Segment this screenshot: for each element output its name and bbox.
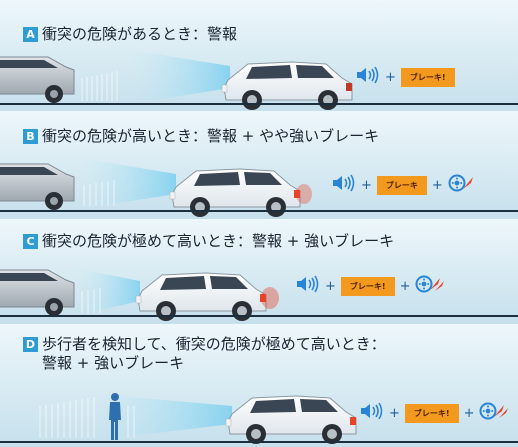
brake-disc-icon bbox=[415, 275, 445, 297]
alert-indicators: + ブレーキ! + bbox=[360, 402, 509, 424]
alert-indicators: + ブレーキ + bbox=[332, 174, 474, 196]
plus-sign: + bbox=[389, 405, 400, 421]
pedestrian-figure bbox=[109, 393, 121, 440]
speaker-warning-icon bbox=[296, 275, 320, 297]
speaker-warning-icon bbox=[360, 402, 384, 424]
brake-disc-icon bbox=[448, 174, 474, 196]
road-line bbox=[0, 210, 518, 212]
sensor-beam bbox=[78, 269, 140, 315]
scenario-panel-a: A 衝突の危険があるとき：警報 bbox=[0, 0, 518, 111]
scenario-panel-c: C 衝突の危険が極めて高いとき：警報 + 強いブレーキ bbox=[0, 219, 518, 324]
alert-indicators: + ブレーキ! + bbox=[296, 275, 445, 297]
scene-illustration bbox=[0, 50, 353, 110]
brake-label: ブレーキ! bbox=[404, 403, 459, 423]
scenario-title: 衝突の危険が高いとき：警報 + やや強いブレーキ bbox=[42, 127, 380, 145]
range-ticks bbox=[81, 71, 118, 101]
scenario-heading: A 衝突の危険があるとき：警報 bbox=[23, 25, 237, 44]
plus-sign: + bbox=[325, 278, 336, 294]
plus-sign: + bbox=[431, 177, 443, 193]
scenario-marker: C bbox=[23, 234, 38, 249]
scenario-title: 衝突の危険があるとき：警報 bbox=[42, 25, 238, 43]
road-line bbox=[0, 315, 518, 317]
sensor-beam bbox=[130, 50, 230, 104]
sensor-beam bbox=[96, 394, 232, 440]
range-ticks bbox=[39, 397, 135, 438]
scenario-panel-d: D 歩行者を検知して、衝突の危険が極めて高いとき： 警報 + 強いブレーキ bbox=[0, 324, 518, 447]
plus-sign: + bbox=[399, 278, 411, 294]
scenario-title: 警報 + 強いブレーキ bbox=[42, 354, 185, 372]
speaker-warning-icon bbox=[332, 174, 356, 196]
brake-label: ブレーキ! bbox=[400, 67, 455, 87]
lead-car bbox=[0, 56, 75, 103]
scene-illustration bbox=[39, 393, 357, 444]
ego-car bbox=[225, 395, 357, 444]
lead-car bbox=[0, 269, 75, 316]
scenario-marker: B bbox=[23, 129, 38, 144]
scenario-heading: C 衝突の危険が極めて高いとき：警報 + 強いブレーキ bbox=[23, 232, 394, 251]
brake-label: ブレーキ! bbox=[340, 276, 395, 296]
brake-label: ブレーキ bbox=[376, 175, 427, 195]
range-ticks bbox=[83, 180, 115, 206]
scene-illustration bbox=[0, 158, 312, 217]
scenario-marker: A bbox=[23, 27, 38, 42]
range-ticks bbox=[81, 288, 101, 313]
scene-illustration bbox=[0, 269, 279, 321]
scenario-heading: B 衝突の危険が高いとき：警報 + やや強いブレーキ bbox=[23, 127, 379, 146]
plus-sign: + bbox=[361, 177, 372, 193]
ego-car bbox=[135, 272, 279, 321]
road-line bbox=[0, 441, 518, 443]
scenario-marker: D bbox=[23, 337, 38, 352]
plus-sign: + bbox=[463, 405, 475, 421]
brake-disc-icon bbox=[479, 402, 509, 424]
road-line bbox=[0, 103, 518, 105]
speaker-warning-icon bbox=[356, 66, 380, 88]
sensor-beam bbox=[80, 158, 176, 209]
ego-car bbox=[169, 168, 312, 217]
plus-sign: + bbox=[385, 69, 396, 85]
scenario-title: 歩行者を検知して、衝突の危険が極めて高いとき： bbox=[42, 335, 386, 353]
scenario-title: 衝突の危険が極めて高いとき：警報 + 強いブレーキ bbox=[42, 232, 395, 250]
lead-car bbox=[0, 163, 75, 210]
scenario-heading: D 歩行者を検知して、衝突の危険が極めて高いとき： 警報 + 強いブレーキ bbox=[23, 335, 386, 373]
scenario-panel-b: B 衝突の危険が高いとき：警報 + やや強いブレーキ bbox=[0, 111, 518, 219]
alert-indicators: + ブレーキ! bbox=[356, 66, 455, 88]
ego-car bbox=[221, 61, 353, 110]
